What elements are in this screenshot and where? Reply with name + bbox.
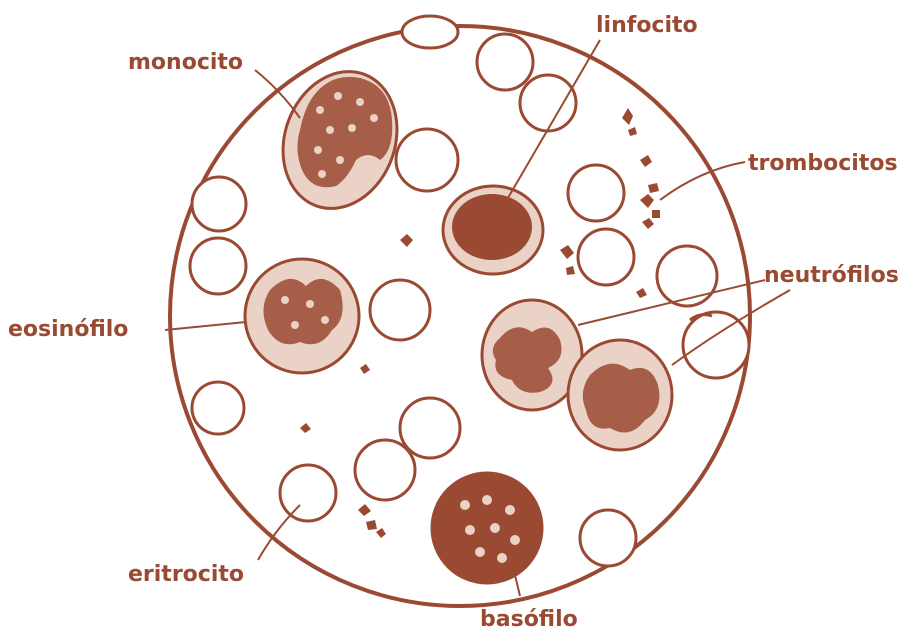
erythrocyte: [568, 165, 624, 221]
label-monocito: monocito: [128, 50, 243, 75]
label-linfocito: linfocito: [596, 13, 698, 38]
erythrocyte: [280, 465, 336, 521]
erythrocyte: [402, 16, 458, 48]
erythrocyte: [190, 238, 246, 294]
eosinophil-cell: [245, 259, 359, 373]
erythrocyte: [192, 382, 244, 434]
basophil-cell: [432, 473, 542, 583]
label-neutrofilos: neutrófilos: [764, 263, 899, 288]
leader-trombocitos: [660, 162, 745, 200]
label-eritrocito: eritrocito: [128, 562, 244, 587]
erythrocyte: [192, 177, 246, 231]
erythrocyte: [355, 440, 415, 500]
erythrocyte: [657, 246, 717, 306]
erythrocyte: [683, 312, 749, 378]
label-basofilo: basófilo: [480, 607, 578, 632]
erythrocyte: [580, 510, 636, 566]
erythrocyte: [370, 280, 430, 340]
erythrocyte: [578, 229, 634, 285]
neutrophil-cell-2: [568, 340, 672, 450]
lymphocyte-cell: [443, 186, 543, 274]
label-eosinofilo: eosinófilo: [8, 317, 128, 342]
leader-eosinofilo: [165, 322, 246, 330]
label-trombocitos: trombocitos: [748, 151, 898, 176]
erythrocyte: [396, 129, 458, 191]
erythrocyte: [477, 34, 533, 90]
erythrocyte: [400, 398, 460, 458]
erythrocyte: [520, 75, 576, 131]
